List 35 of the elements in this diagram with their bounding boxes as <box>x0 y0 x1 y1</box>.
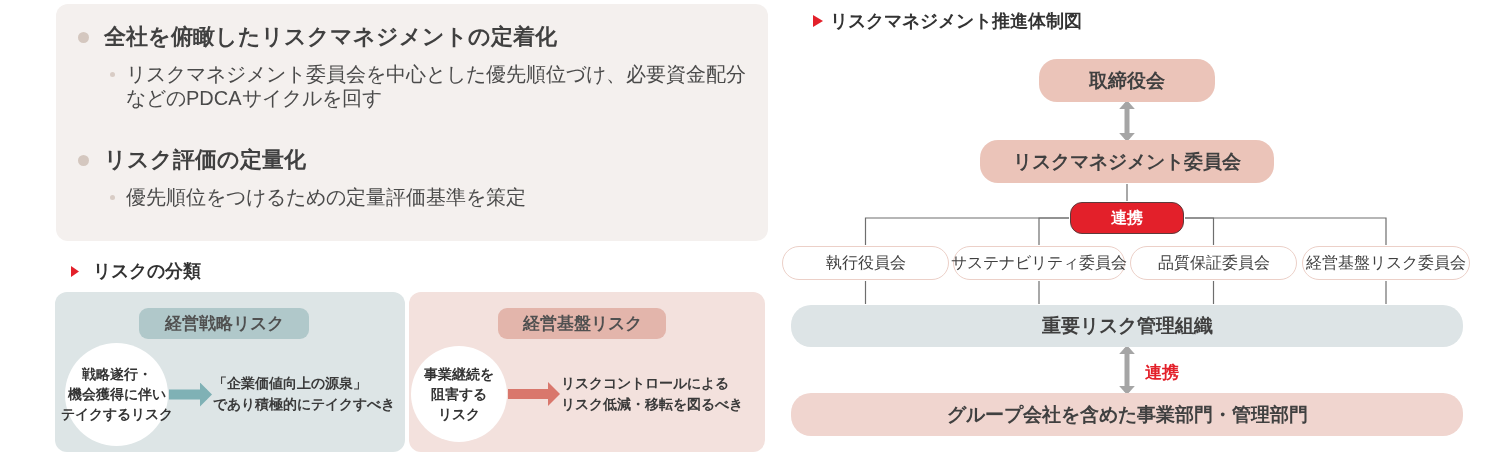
arrow <box>508 382 560 406</box>
risk-circle: 事業継続を阻害するリスク <box>411 346 507 442</box>
double-arrow <box>1119 345 1135 395</box>
connector-line <box>1126 183 1128 202</box>
committee-box: 経営基盤リスク委員会 <box>1302 246 1470 280</box>
org-box: グループ会社を含めた事業部門・管理部門 <box>791 393 1463 436</box>
label-pill: 連携 <box>1070 202 1184 234</box>
arrow <box>169 382 212 407</box>
bullet-heading: リスク評価の定量化 <box>104 147 306 173</box>
committee-box: 品質保証委員会 <box>1130 246 1297 280</box>
connector-line <box>1212 280 1215 305</box>
org-box: 重要リスク管理組織 <box>791 305 1463 347</box>
committee-box: サステナビリティ委員会 <box>953 246 1125 280</box>
committee-box: 執行役員会 <box>782 246 949 280</box>
bullet-text: リスクマネジメント委員会を中心とした優先順位づけ、必要資金配分などのPDCAサイクルを回す <box>126 62 747 110</box>
category-panel <box>409 292 765 452</box>
category-panel <box>55 292 405 452</box>
edge-label: 連携 <box>1145 361 1179 383</box>
connector-line <box>1184 217 1387 246</box>
bullet-text: 優先順位をつけるための定量評価基準を策定 <box>126 185 526 209</box>
bullet-heading: 全社を俯瞰したリスクマネジメントの定着化 <box>104 24 557 50</box>
section-heading: リスクマネジメント推進体制図 <box>830 10 1082 32</box>
connector-line <box>864 280 867 305</box>
summary-panel <box>56 4 768 241</box>
description-text: 「企業価値向上の源泉」であり積極的にテイクすべき <box>208 373 403 415</box>
description-text: リスクコントロールによるリスク低減・移転を図るべき <box>556 373 760 415</box>
section-heading: リスクの分類 <box>93 260 201 282</box>
double-arrow <box>1119 100 1135 142</box>
connector-line <box>1038 217 1070 246</box>
category-title: 経営戦略リスク <box>139 308 309 339</box>
org-box: 取締役会 <box>1039 59 1215 102</box>
connector-line <box>1385 280 1387 305</box>
org-box: リスクマネジメント委員会 <box>980 140 1274 183</box>
category-title: 経営基盤リスク <box>498 308 666 339</box>
connector-line <box>1038 280 1040 305</box>
